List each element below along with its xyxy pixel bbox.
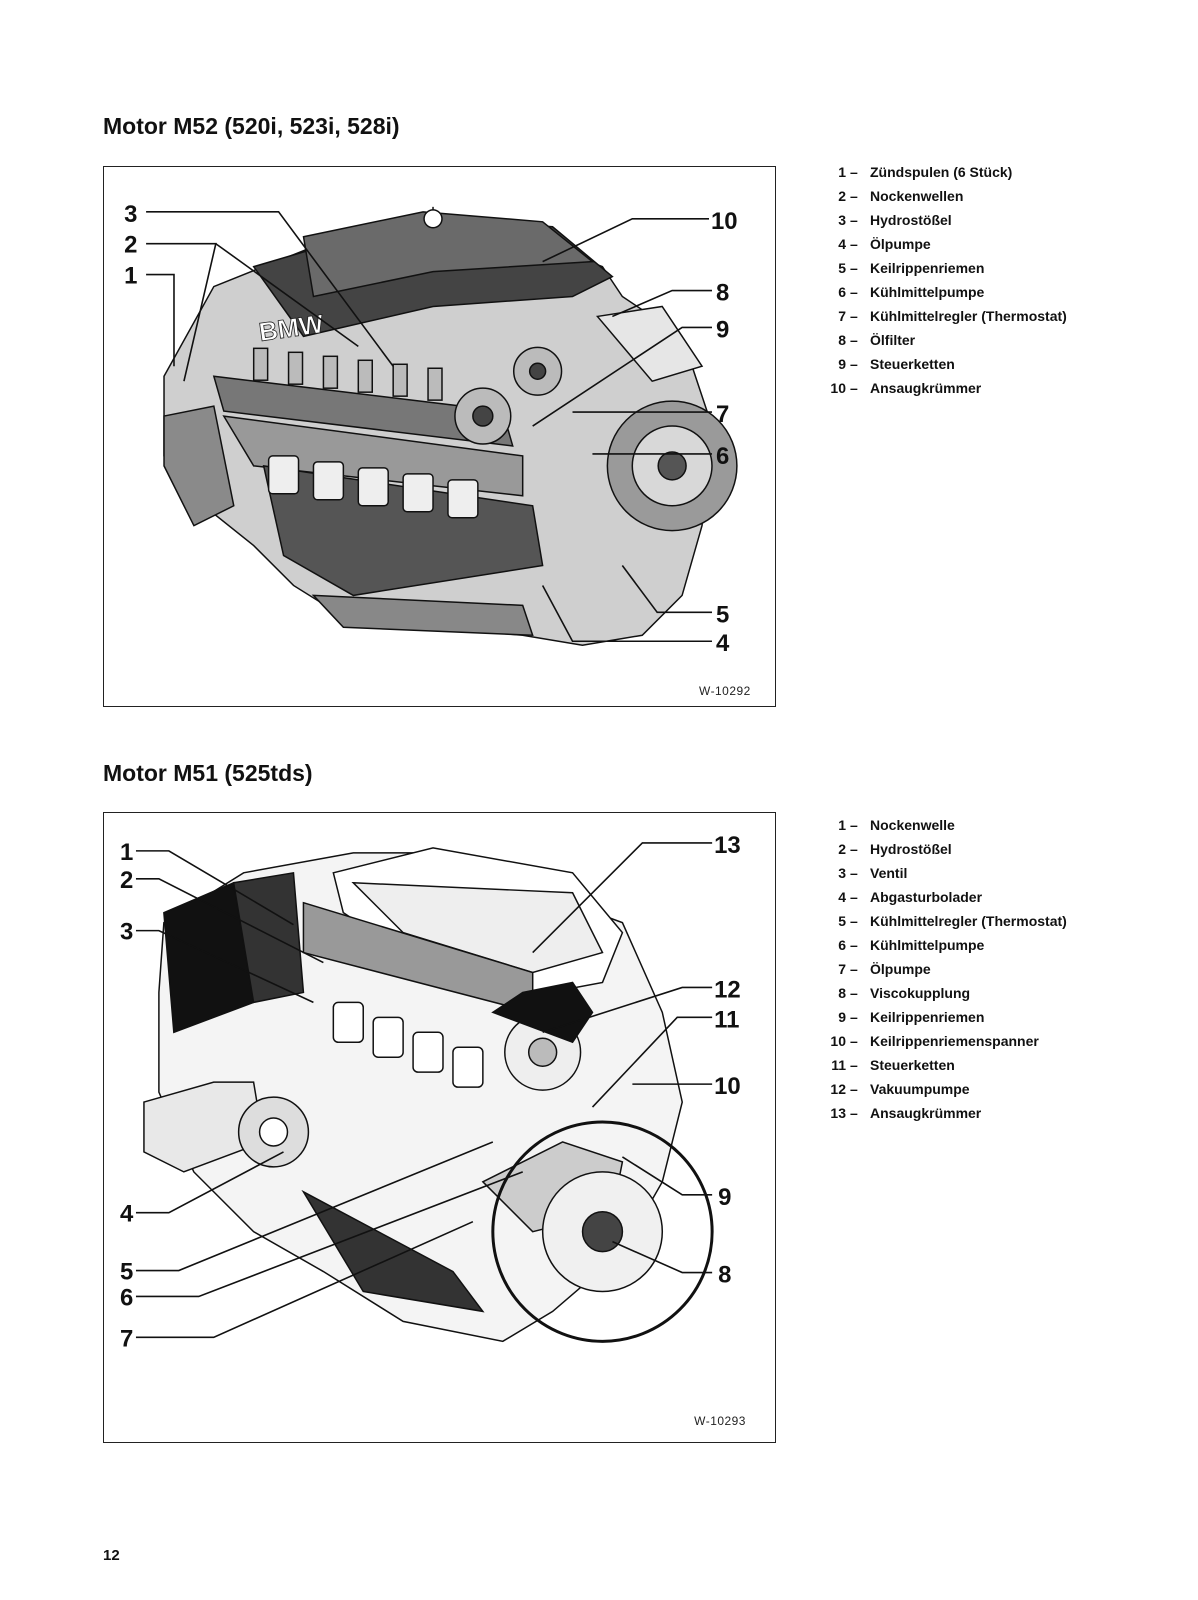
legend-item: 7–Ölpumpe (838, 961, 931, 977)
callout-8: 8 (716, 280, 729, 307)
callout-10: 10 (711, 208, 738, 235)
legend-item: 2–Hydrostößel (838, 841, 952, 857)
callout-7: 7 (716, 401, 729, 428)
callout-7: 7 (120, 1325, 133, 1352)
callout-1: 1 (120, 839, 133, 866)
legend-item: 6–Kühlmittelpumpe (838, 937, 985, 953)
figure-code-m52: W-10292 (699, 684, 751, 698)
legend-item: 5–Keilrippenriemen (838, 260, 985, 276)
callout-5: 5 (716, 601, 729, 628)
callout-2: 2 (124, 232, 137, 259)
leader-lines-m51 (135, 842, 713, 1339)
callout-4: 4 (716, 630, 730, 657)
legend-item: 9–Keilrippenriemen (838, 1009, 985, 1025)
figure-m52: BMW 3 2 1 10 8 9 7 6 5 4 W-10292 (103, 166, 776, 707)
legend-m51: 1–Nockenwelle 2–Hydrostößel 3–Ventil 4–A… (808, 813, 1067, 1125)
legend-item: 8–Ölfilter (838, 332, 916, 348)
engine-illustration-m51: 1 2 3 13 12 11 10 4 9 5 6 8 7 W-10293 (120, 832, 746, 1428)
callout-6: 6 (716, 443, 729, 470)
engine-drawing-m52 (163, 206, 738, 646)
legend-item: 13–Ansaugkrümmer (830, 1105, 982, 1121)
callout-5: 5 (120, 1259, 133, 1286)
section-title-m52: Motor M52 (520i, 523i, 528i) (103, 113, 400, 139)
legend-m52: 1–Zündspulen (6 Stück) 2–Nockenwellen 3–… (808, 160, 1067, 400)
callout-4: 4 (120, 1201, 134, 1228)
engine-drawing-m51 (143, 847, 714, 1343)
legend-item: 7–Kühlmittelregler (Thermostat) (838, 308, 1067, 324)
leader-lines-m52 (146, 211, 712, 643)
callout-9: 9 (716, 316, 729, 343)
section-title-m51: Motor M51 (525tds) (103, 760, 313, 786)
callout-3: 3 (120, 919, 133, 946)
legend-item: 11–Steuerketten (831, 1057, 955, 1073)
legend-item: 10–Ansaugkrümmer (830, 380, 982, 396)
callout-11: 11 (714, 1006, 739, 1033)
callout-13: 13 (714, 832, 741, 859)
callout-2: 2 (120, 867, 133, 894)
callout-3: 3 (124, 201, 137, 228)
callout-10: 10 (714, 1073, 741, 1100)
legend-item: 5–Kühlmittelregler (Thermostat) (838, 913, 1067, 929)
legend-item: 9–Steuerketten (838, 356, 955, 372)
legend-item: 10–Keilrippenriemenspanner (830, 1033, 1039, 1049)
legend-item: 4–Abgasturbolader (838, 889, 983, 905)
legend-item: 3–Hydrostößel (838, 212, 952, 228)
callout-9: 9 (718, 1184, 731, 1211)
figure-code-m51: W-10293 (694, 1414, 746, 1428)
callout-6: 6 (120, 1284, 133, 1311)
callout-1: 1 (124, 263, 137, 290)
legend-item: 4–Ölpumpe (838, 236, 931, 252)
legend-item: 2–Nockenwellen (838, 188, 964, 204)
legend-item: 1–Nockenwelle (838, 817, 955, 833)
callout-12: 12 (714, 976, 741, 1003)
page-number: 12 (103, 1547, 120, 1564)
legend-item: 8–Viscokupplung (838, 985, 971, 1001)
legend-item: 1–Zündspulen (6 Stück) (838, 164, 1013, 180)
legend-item: 3–Ventil (838, 865, 908, 881)
legend-item: 12–Vakuumpumpe (830, 1081, 970, 1097)
figure-m51: 1 2 3 13 12 11 10 4 9 5 6 8 7 W-10293 (103, 812, 776, 1443)
callout-8: 8 (718, 1262, 731, 1289)
legend-item: 6–Kühlmittelpumpe (838, 284, 985, 300)
engine-illustration-m52: BMW 3 2 1 10 8 9 7 6 5 4 W-10292 (124, 201, 751, 698)
